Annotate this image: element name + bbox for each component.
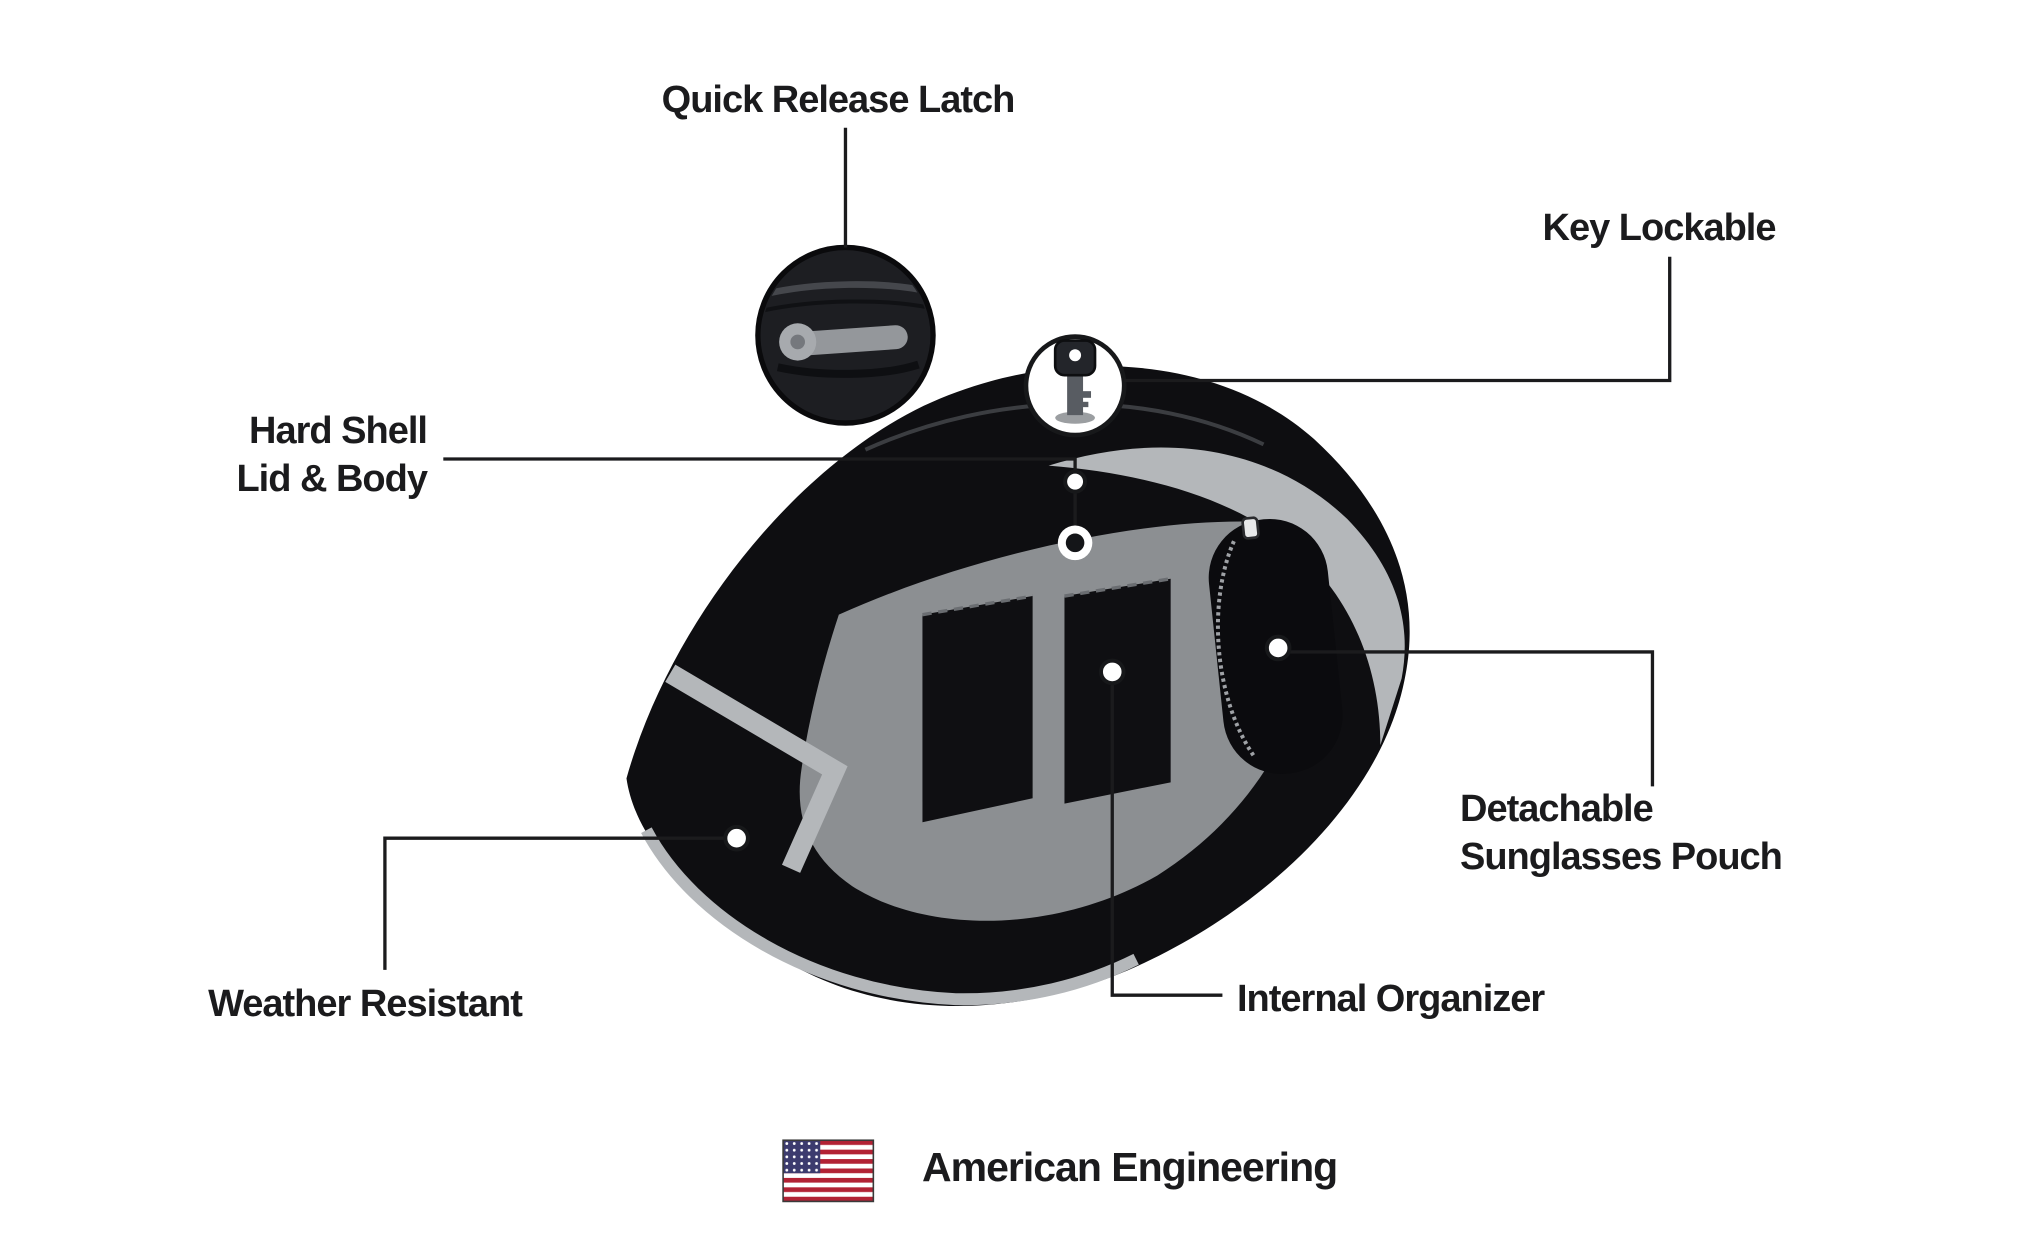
callout-label-weather-resistant: Weather Resistant <box>208 983 523 1025</box>
callout-markers <box>723 469 1292 852</box>
organizer-pocket <box>1064 578 1171 804</box>
callout-label-line: Sunglasses Pouch <box>1460 836 1783 878</box>
callout-line-internal-organizer <box>1110 682 1223 997</box>
footer-tagline: American Engineering <box>922 1144 1338 1190</box>
callout-label-detachable-sunglasses-pouch: Detachable Sunglasses Pouch <box>1460 785 1783 881</box>
callout-ring-hard-shell-center <box>1065 533 1085 553</box>
interior-rim-highlight <box>1048 447 1405 746</box>
zipper-pull-icon <box>1241 516 1260 540</box>
callout-label-key-lockable: Key Lockable <box>1542 207 1777 249</box>
pocket-stitching <box>1064 577 1171 598</box>
callout-line-key-lockable <box>1124 256 1672 383</box>
callout-dot-internal-organizer <box>1098 658 1126 686</box>
callout-line-hard-shell <box>443 457 1077 529</box>
internal-organizer <box>922 577 1171 823</box>
callout-dot-weather-resistant <box>723 824 750 852</box>
organizer-pocket <box>922 596 1033 823</box>
callout-dot-detachable-pouch <box>1264 634 1292 662</box>
lid-edge-highlight <box>665 664 848 873</box>
callout-label-line: Hard Shell <box>249 410 428 452</box>
callout-dot-hard-shell-small <box>1063 469 1088 494</box>
callout-label-line: Lid & Body <box>236 458 428 500</box>
callout-line-detachable-pouch <box>1288 650 1655 787</box>
bottom-rim-highlight <box>641 827 1139 1006</box>
pocket-stitching <box>922 594 1033 617</box>
callout-label-hard-shell: Hard Shell Lid & Body <box>127 407 428 503</box>
callout-label-internal-organizer: Internal Organizer <box>1237 978 1545 1020</box>
key-icon <box>1023 334 1127 438</box>
us-flag-icon <box>782 1139 875 1203</box>
callout-label-quick-release-latch: Quick Release Latch <box>661 79 1016 121</box>
callout-label-line: Detachable <box>1460 788 1654 830</box>
quick-release-latch-icon <box>755 244 936 426</box>
callout-line-weather-resistant <box>383 836 727 970</box>
